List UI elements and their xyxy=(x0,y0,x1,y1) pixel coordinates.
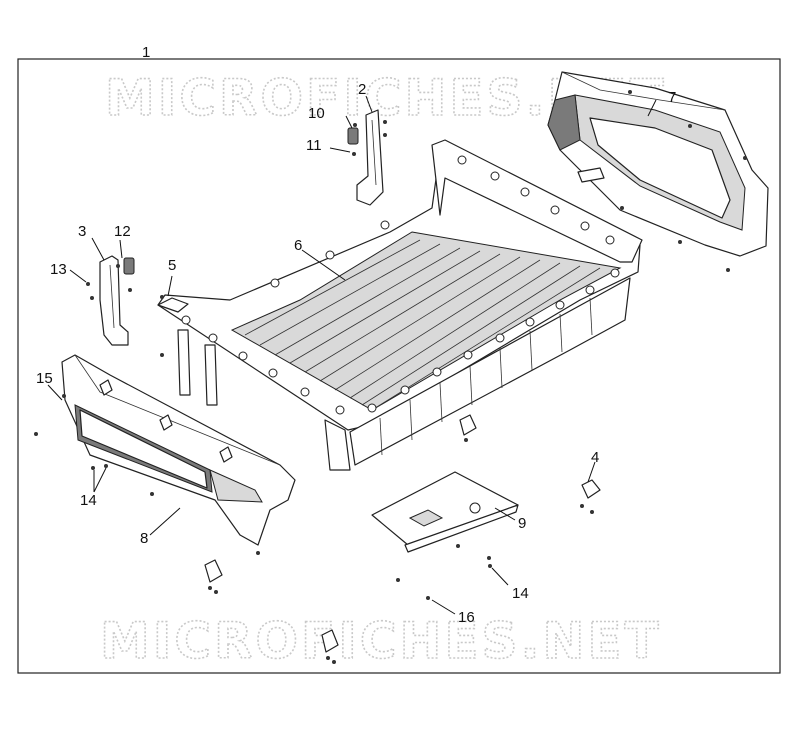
part-8-tailgate xyxy=(34,354,296,546)
part-2-bracket xyxy=(356,109,387,206)
callout-11: 11 xyxy=(306,137,322,154)
part-11-screw xyxy=(352,152,356,156)
callout-13: 13 xyxy=(50,261,67,278)
callout-14-left: 14 xyxy=(80,492,97,509)
hinge-parts xyxy=(204,414,477,664)
callout-14-right: 14 xyxy=(512,585,529,602)
watermark-bottom: MICROFICHES.NET xyxy=(100,612,662,670)
callout-12: 12 xyxy=(114,223,131,240)
part-5-rail xyxy=(157,295,189,313)
callout-3: 3 xyxy=(78,223,86,240)
part-3-bracket xyxy=(99,255,129,346)
part-7-panel xyxy=(547,71,769,272)
callout-4: 4 xyxy=(591,449,599,466)
callout-5: 5 xyxy=(168,257,176,274)
callout-9: 9 xyxy=(518,515,526,532)
callout-7: 7 xyxy=(668,89,676,106)
part-12-clip xyxy=(116,257,135,292)
part-4-hinge xyxy=(580,479,601,514)
part-9-skid-plate xyxy=(371,471,519,553)
callout-16: 16 xyxy=(458,609,475,626)
callout-1: 1 xyxy=(142,44,150,61)
part-10-clip xyxy=(347,123,359,145)
part-14-fasteners xyxy=(91,464,492,582)
callout-15: 15 xyxy=(36,370,53,387)
callouts: 1 2 7 10 11 3 12 13 5 6 4 9 15 14 8 14 1… xyxy=(36,44,676,626)
diagram-frame xyxy=(17,58,781,674)
part-13-screw xyxy=(86,282,164,357)
callout-2: 2 xyxy=(358,81,366,98)
leader-lines xyxy=(47,95,657,615)
part-6-cargo-box xyxy=(157,139,643,471)
callout-10: 10 xyxy=(308,105,325,122)
callout-8: 8 xyxy=(140,530,148,547)
callout-6: 6 xyxy=(294,237,302,254)
part-16-fastener xyxy=(426,596,430,600)
